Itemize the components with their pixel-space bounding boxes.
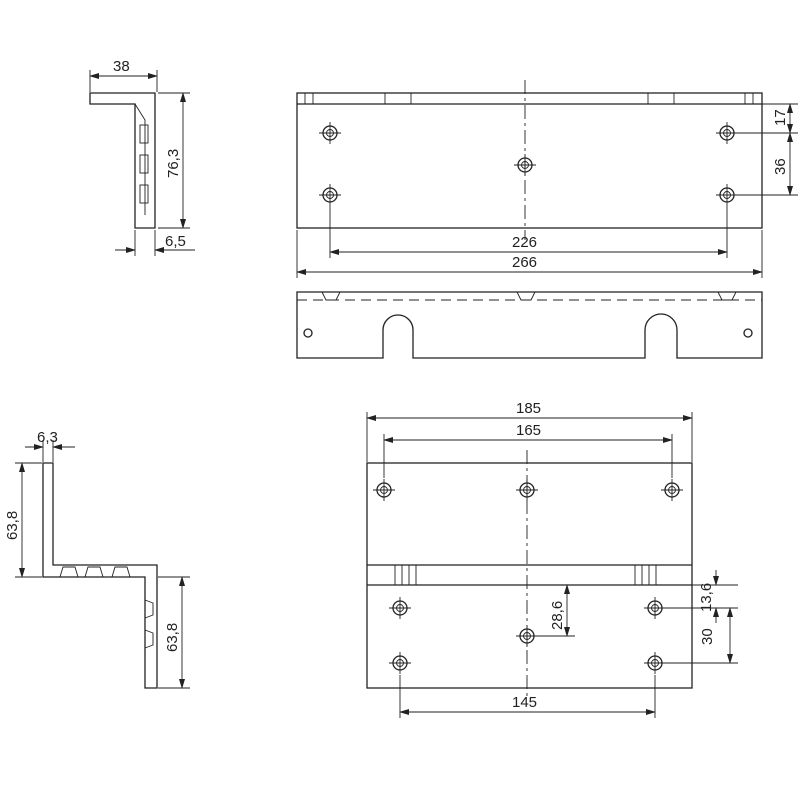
dim-165: 165 [516, 422, 541, 439]
dim-36: 36 [772, 158, 789, 175]
dim-13-6: 13,6 [698, 583, 715, 612]
top-plate-view: 226 266 17 36 [296, 80, 798, 278]
dim-6-3: 6,3 [37, 429, 58, 446]
bottom-left-bracket-view: 6,3 63,8 63,8 [4, 429, 190, 689]
dim-226: 226 [512, 234, 537, 251]
bottom-plate-view: 185 165 145 13,6 30 28,6 [366, 400, 738, 718]
dim-bracket-width: 38 [113, 58, 130, 75]
dim-bracket-thickness: 6,5 [165, 233, 186, 250]
dim-17: 17 [772, 109, 789, 126]
dim-63-8-lower: 63,8 [164, 623, 181, 652]
top-left-bracket-view: 38 76,3 6,5 [89, 58, 195, 256]
dim-30: 30 [699, 628, 716, 645]
dim-145: 145 [512, 694, 537, 711]
side-view [296, 291, 763, 359]
dim-63-8-upper: 63,8 [4, 511, 21, 540]
dim-266: 266 [512, 254, 537, 271]
dim-185: 185 [516, 400, 541, 417]
dim-28-6: 28,6 [549, 601, 566, 630]
dim-bracket-height: 76,3 [165, 149, 182, 178]
